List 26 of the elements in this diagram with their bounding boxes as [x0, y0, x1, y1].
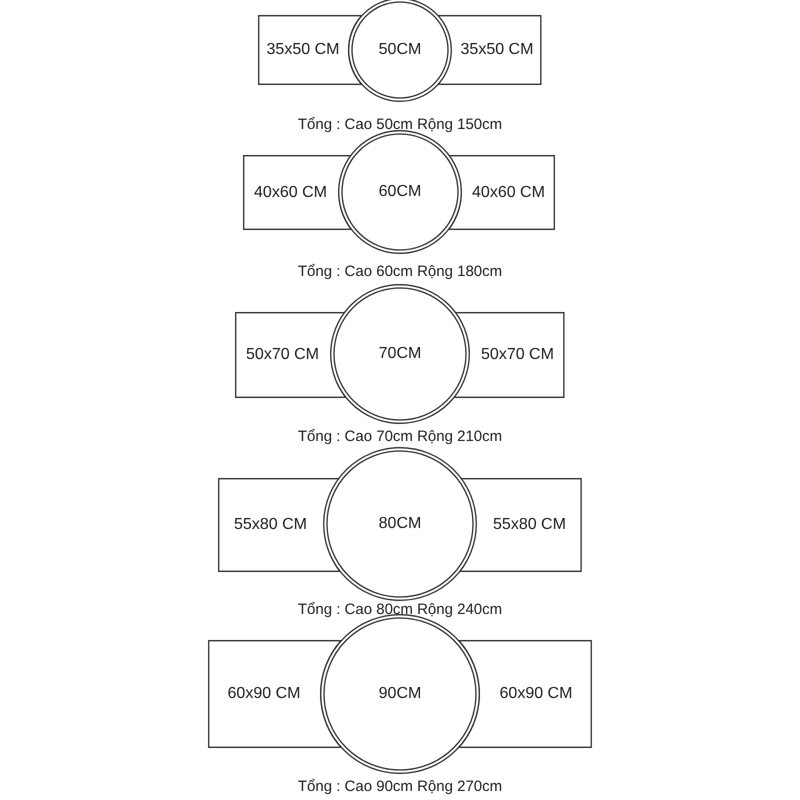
- size-label: 60CM: [378, 183, 422, 201]
- size-label: 60x90 CM: [498, 685, 574, 703]
- total-size-caption: Tổng : Cao 60cm Rộng 180cm: [298, 263, 502, 280]
- total-size-caption: Tổng : Cao 80cm Rộng 240cm: [298, 601, 502, 618]
- size-label: 35x50 CM: [460, 41, 534, 59]
- size-label: 50x70 CM: [480, 346, 555, 364]
- round-mirror: [348, 0, 452, 102]
- size-label: 90CM: [378, 685, 422, 703]
- total-size-caption: Tổng : Cao 90cm Rộng 270cm: [298, 778, 502, 795]
- rectangular-mirror: [235, 312, 346, 398]
- size-label: 40x60 CM: [253, 184, 328, 202]
- rectangular-mirror: [243, 155, 351, 230]
- rectangular-mirror: [258, 15, 362, 85]
- size-label: 40x60 CM: [471, 184, 546, 202]
- size-label: 50x70 CM: [245, 346, 320, 364]
- rectangular-mirror: [438, 15, 542, 85]
- size-label: 80CM: [378, 515, 422, 533]
- total-size-caption: Tổng : Cao 70cm Rộng 210cm: [298, 428, 502, 445]
- size-label: 50CM: [378, 41, 422, 59]
- rectangular-mirror: [448, 155, 555, 230]
- rectangular-mirror: [218, 478, 340, 572]
- total-size-caption: Tổng : Cao 50cm Rộng 150cm: [298, 116, 502, 133]
- size-label: 55x80 CM: [492, 516, 567, 534]
- size-label: 55x80 CM: [233, 516, 308, 534]
- size-label: 70CM: [378, 345, 422, 363]
- size-label: 35x50 CM: [266, 41, 340, 59]
